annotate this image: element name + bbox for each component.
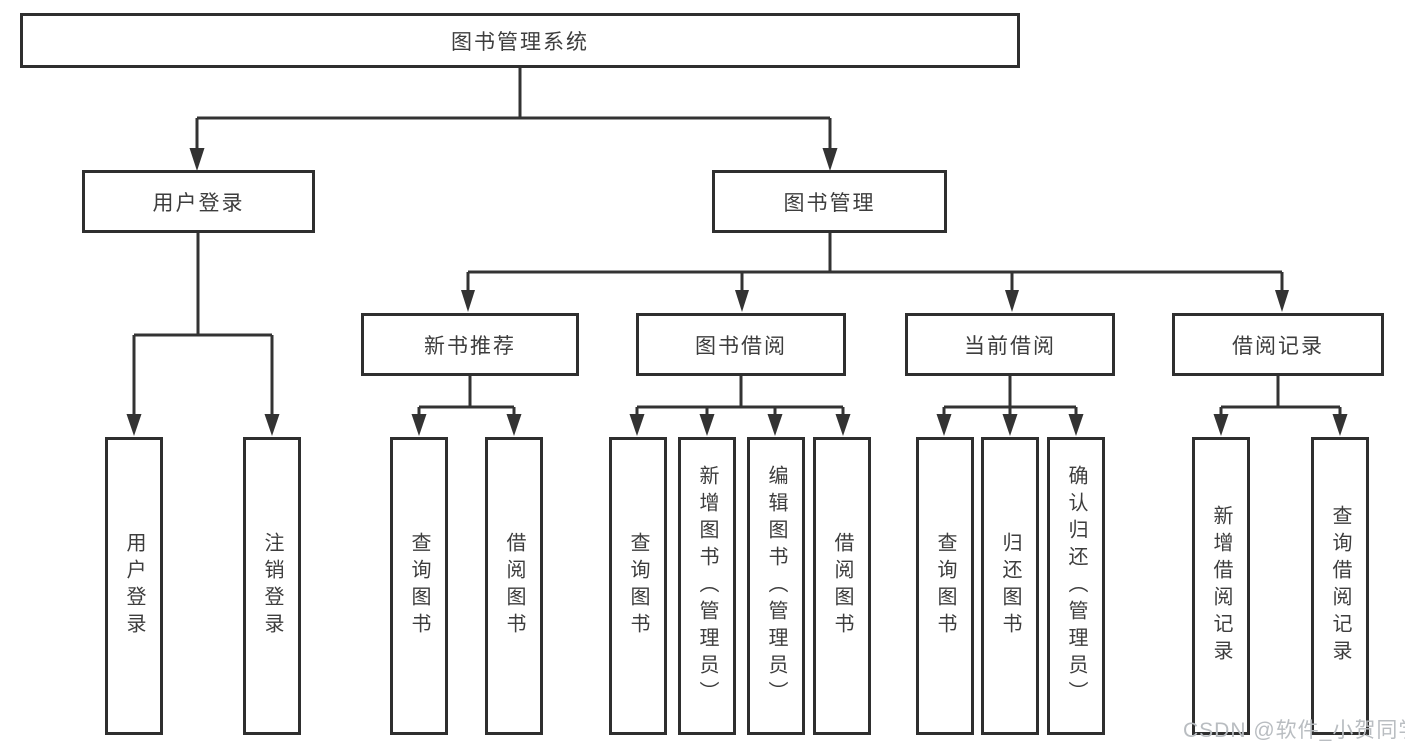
node-borrow-record: 借阅记录 (1172, 313, 1384, 376)
node-root: 图书管理系统 (20, 13, 1020, 68)
leaf-query-books-borrow: 查询图书 (609, 437, 667, 735)
arrow-down-icon (835, 414, 851, 436)
leaf-return-books: 归还图书 (981, 437, 1039, 735)
arrow-down-icon (936, 414, 952, 436)
node-book-borrow: 图书借阅 (636, 313, 846, 376)
leaf-query-books-recommend: 查询图书 (390, 437, 448, 735)
arrow-down-icon (767, 414, 783, 436)
node-user-login: 用户登录 (82, 170, 315, 233)
node-book-management: 图书管理 (712, 170, 947, 233)
leaf-query-books-current: 查询图书 (916, 437, 974, 735)
leaf-borrow-books: 借阅图书 (813, 437, 871, 735)
leaf-user-login: 用户登录 (105, 437, 163, 735)
arrow-down-icon (1332, 414, 1348, 436)
arrow-down-icon (822, 148, 838, 171)
arrow-down-icon (735, 290, 749, 312)
arrow-down-icon (506, 414, 522, 436)
watermark: CSDN @软件_小贺同学 (1183, 719, 1405, 742)
node-new-book-recommend: 新书推荐 (361, 313, 579, 376)
arrow-down-icon (1005, 290, 1019, 312)
arrow-down-icon (1002, 414, 1018, 436)
arrow-down-icon (126, 414, 142, 436)
leaf-query-borrow-record: 查询借阅记录 (1311, 437, 1369, 735)
leaf-edit-books-admin: 编辑图书（管理员） (747, 437, 805, 735)
leaf-borrow-books-recommend: 借阅图书 (485, 437, 543, 735)
arrow-down-icon (1275, 290, 1289, 312)
node-current-borrow: 当前借阅 (905, 313, 1115, 376)
arrow-down-icon (1068, 414, 1084, 436)
arrow-down-icon (699, 414, 715, 436)
leaf-logout: 注销登录 (243, 437, 301, 735)
arrow-down-icon (1213, 414, 1229, 436)
leaf-add-books-admin: 新增图书（管理员） (678, 437, 736, 735)
arrow-down-icon (264, 414, 280, 436)
leaf-add-borrow-record: 新增借阅记录 (1192, 437, 1250, 735)
arrow-down-icon (629, 414, 645, 436)
arrow-down-icon (461, 290, 475, 312)
arrow-down-icon (411, 414, 427, 436)
leaf-confirm-return-admin: 确认归还（管理员） (1047, 437, 1105, 735)
arrow-down-icon (189, 148, 205, 171)
